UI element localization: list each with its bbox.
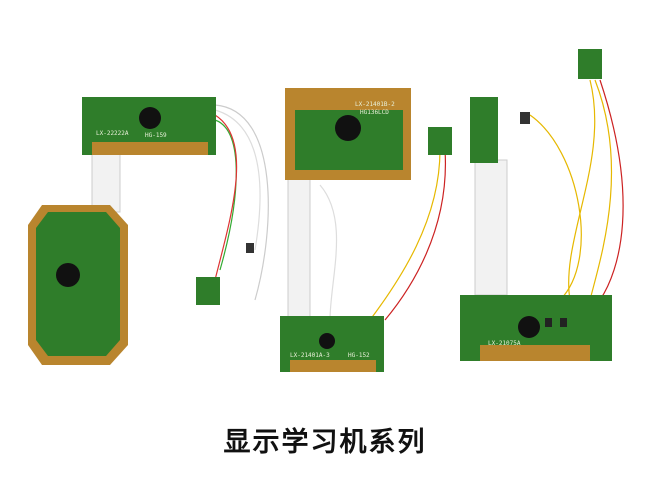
pcb-board-3: LX-21401A-3 HG-152 [280, 316, 384, 372]
small-component [246, 243, 254, 253]
small-usb-board [578, 49, 602, 79]
pcb-board-2: LX-21401B-2 HG136LCD [285, 88, 411, 180]
board-label: LX-21401B-2 [355, 101, 395, 108]
caption-title: 显示学习机系列 [223, 427, 427, 458]
lcd-board [28, 205, 128, 365]
pcb-board-4: LX-21075A [460, 295, 612, 361]
small-usb-board [428, 127, 452, 155]
wires [214, 79, 624, 321]
board-sublabel: HG136LCD [360, 109, 389, 116]
ribbon-cable [287, 177, 311, 319]
small-sensor-board [196, 277, 220, 305]
board-sublabel: HG-152 [348, 352, 370, 359]
connector-strip-board [470, 97, 498, 163]
pcb-board-1: LX-22222A HG-159 [82, 97, 216, 155]
board-label: LX-21075A [488, 340, 521, 347]
board-label: LX-21401A-3 [290, 352, 330, 359]
ribbon-cable [474, 159, 508, 296]
ribbon-cable [91, 149, 121, 213]
board-sublabel: HG-159 [145, 132, 167, 139]
small-component [520, 112, 530, 124]
board-label: LX-22222A [96, 130, 129, 137]
